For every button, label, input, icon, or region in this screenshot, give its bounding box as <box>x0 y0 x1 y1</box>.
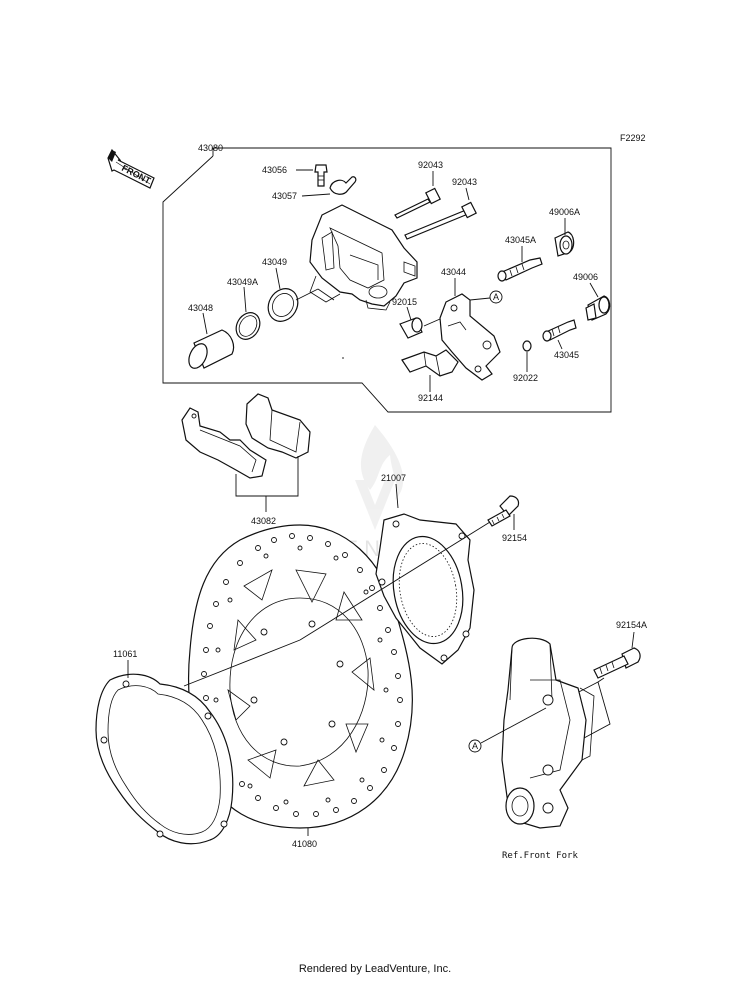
label-92022: 92022 <box>513 373 538 383</box>
label-43057: 43057 <box>272 191 297 201</box>
boot-49006 <box>585 295 611 321</box>
front-arrow-icon: FRONT <box>107 148 155 189</box>
label-92043-b: 92043 <box>452 177 477 187</box>
figure-code: F2292 <box>620 133 646 143</box>
bushing-92015 <box>399 317 423 339</box>
footer-credit: Rendered by LeadVenture, Inc. <box>298 963 452 975</box>
label-11061: 11061 <box>113 649 137 659</box>
caliper-bolt-92154A <box>593 647 641 679</box>
ref-front-fork-label: Ref.Front Fork <box>502 851 578 861</box>
label-49006: 49006 <box>573 272 598 282</box>
label-21007: 21007 <box>381 473 406 483</box>
caliper-bolt-upper <box>394 187 441 219</box>
seal-43049 <box>267 288 299 322</box>
piston-43048 <box>188 329 235 369</box>
circlip-92022 <box>522 340 532 352</box>
abs-sensor-ring <box>375 513 475 665</box>
brake-rotor <box>187 524 413 829</box>
pad-spring-92144 <box>401 349 459 377</box>
label-43082: 43082 <box>251 516 276 526</box>
label-43048: 43048 <box>188 303 213 313</box>
bleeder-cap <box>329 176 357 195</box>
label-49006A: 49006A <box>549 207 580 217</box>
front-fork-lower <box>501 637 595 829</box>
label-43049: 43049 <box>262 257 287 267</box>
gasket-11061 <box>95 673 234 845</box>
label-92144: 92144 <box>418 393 443 403</box>
seal-43049A <box>235 312 261 340</box>
label-92015: 92015 <box>392 297 417 307</box>
caliper-bolt-lower <box>404 201 477 240</box>
watermark-logo <box>355 425 404 530</box>
pad-bracket <box>235 456 299 497</box>
label-43056: 43056 <box>262 165 287 175</box>
caliper-body <box>309 204 418 311</box>
ref-marker-a-bottom: A <box>468 707 547 753</box>
brake-pad-rear <box>245 393 311 459</box>
label-92043-a: 92043 <box>418 160 443 170</box>
brake-pad-front <box>181 407 267 479</box>
pin-43045A <box>497 257 543 282</box>
caliper-holder <box>439 293 501 381</box>
label-43045: 43045 <box>554 350 579 360</box>
label-41080: 41080 <box>292 839 317 849</box>
pin-43045 <box>542 319 577 342</box>
label-43045A: 43045A <box>505 235 536 245</box>
ref-marker-a-top: A <box>469 290 503 304</box>
caliper-box <box>162 147 612 413</box>
rotor-bolt-92154 <box>487 495 520 527</box>
svg-text:A: A <box>493 292 499 302</box>
svg-text:A: A <box>472 741 478 751</box>
label-43080: 43080 <box>198 143 223 153</box>
label-43044: 43044 <box>441 267 466 277</box>
label-92154A: 92154A <box>616 620 647 630</box>
bleeder-valve <box>314 164 328 187</box>
label-92154: 92154 <box>502 533 527 543</box>
label-43049A: 43049A <box>227 277 258 287</box>
boot-49006A <box>554 231 575 257</box>
